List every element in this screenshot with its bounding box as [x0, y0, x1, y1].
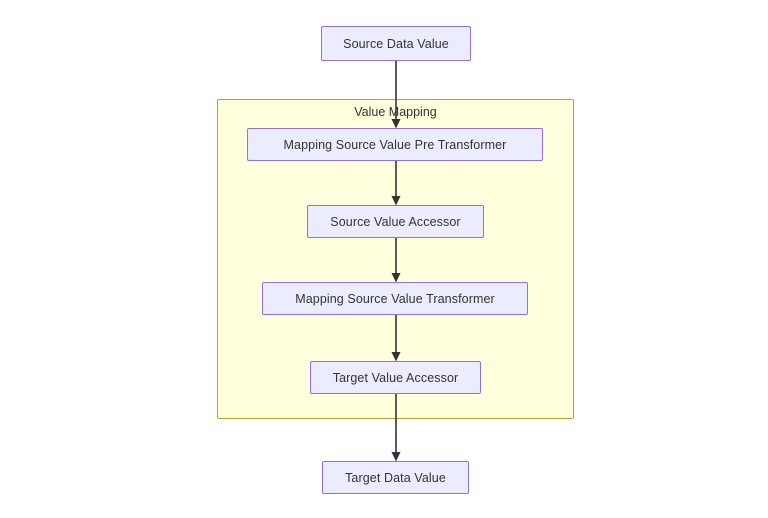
node-target-data-value[interactable]: Target Data Value [322, 461, 469, 494]
node-source-data-value[interactable]: Source Data Value [321, 26, 471, 61]
node-source-value-accessor[interactable]: Source Value Accessor [307, 205, 484, 238]
node-mapping-source-value-transformer[interactable]: Mapping Source Value Transformer [262, 282, 528, 315]
node-target-value-accessor[interactable]: Target Value Accessor [310, 361, 481, 394]
subgraph-label-value-mapping: Value Mapping [354, 105, 437, 119]
node-mapping-source-value-pre-transformer[interactable]: Mapping Source Value Pre Transformer [247, 128, 543, 161]
